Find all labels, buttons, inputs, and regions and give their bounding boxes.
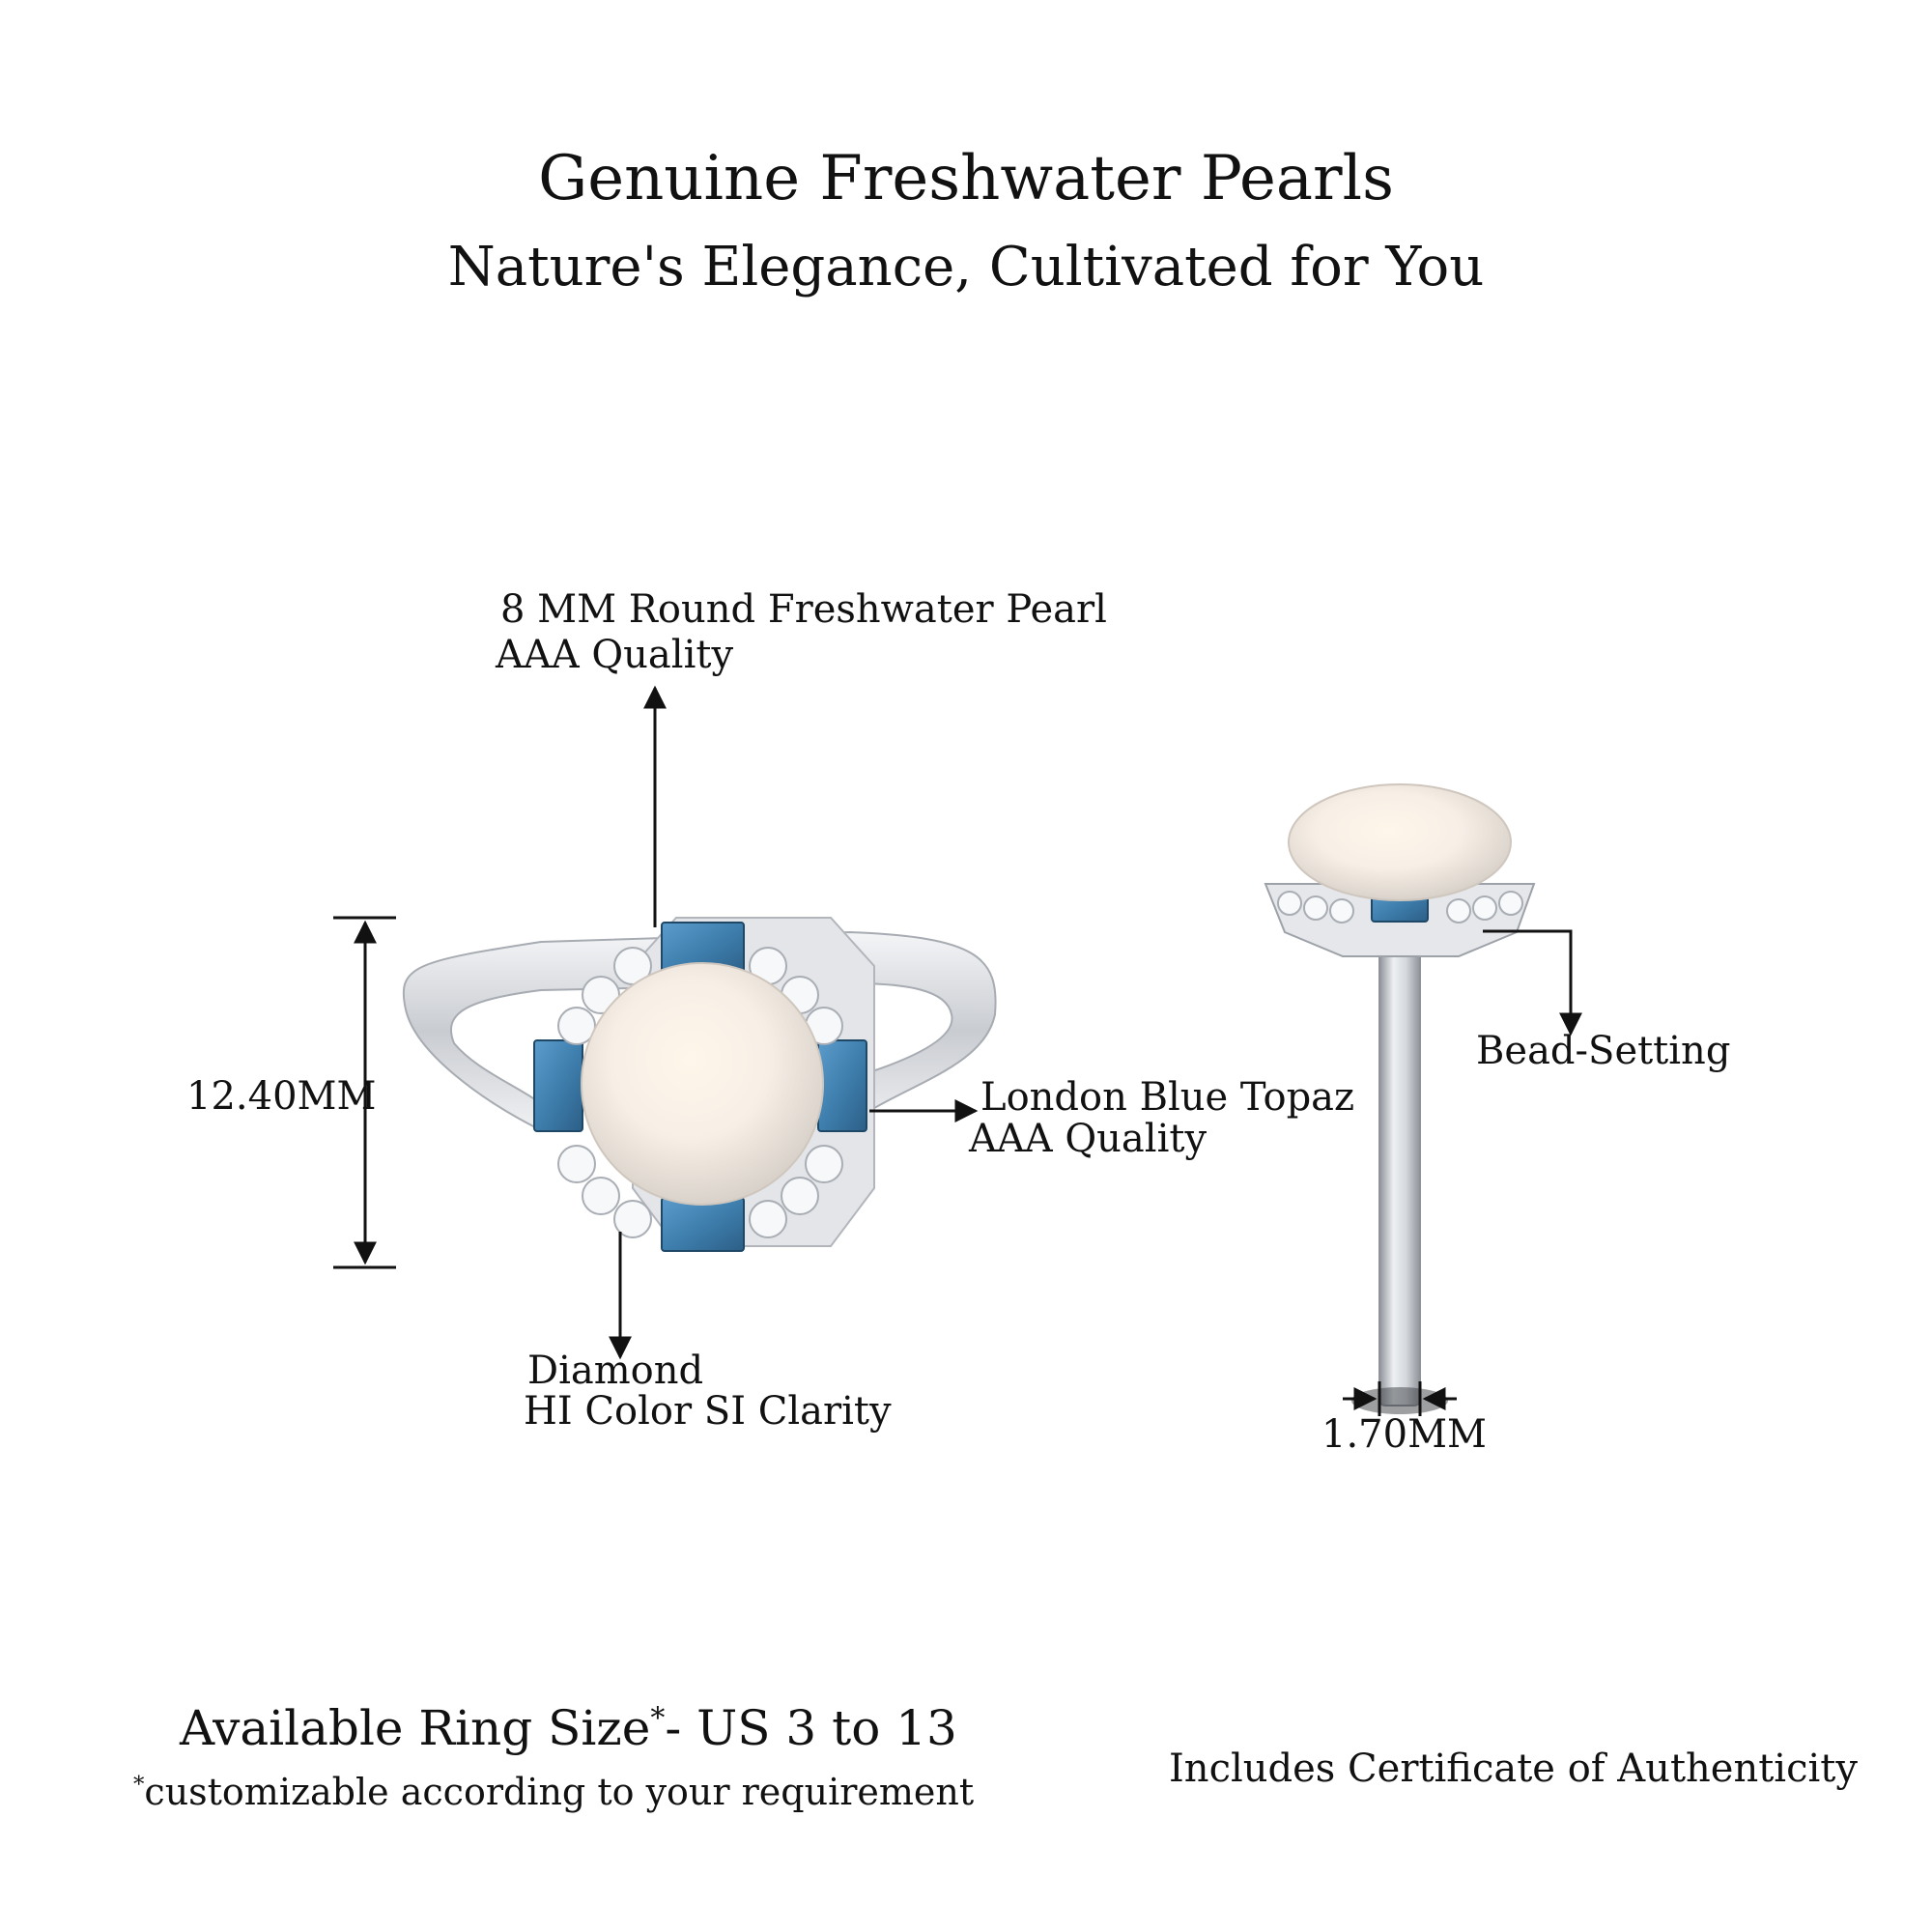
ring-front-view: [402, 917, 997, 1252]
topaz-callout-line2: AAA Quality: [969, 1117, 1208, 1161]
band-width-label: 1.70MM: [1321, 1412, 1487, 1457]
certificate-text: Includes Certificate of Authenticity: [1169, 1747, 1858, 1791]
pearl-stone: [581, 962, 824, 1206]
topaz-bottom-stone: [661, 1197, 745, 1252]
ring-size-line: Available Ring Size*- US 3 to 13: [180, 1700, 957, 1756]
topaz-right-stone: [817, 1039, 867, 1132]
note-asterisk: *: [133, 1772, 145, 1798]
ring-size-value: - US 3 to 13: [665, 1700, 957, 1756]
diamond-callout-line1: Diamond: [527, 1349, 704, 1393]
diamond-callout-line2: HI Color SI Clarity: [524, 1389, 892, 1434]
customization-note: *customizable according to your requirem…: [133, 1771, 974, 1813]
ring-shank: [1378, 902, 1421, 1406]
pearl-callout-line2: AAA Quality: [496, 633, 734, 677]
note-text: customizable according to your requireme…: [144, 1771, 975, 1813]
topaz-left-stone: [533, 1039, 583, 1132]
bead-setting-leader: [1483, 929, 1582, 1037]
pearl-callout-line1: 8 MM Round Freshwater Pearl: [500, 587, 1107, 632]
ring-size-asterisk: *: [650, 1701, 666, 1736]
height-dimension-label: 12.40MM: [186, 1074, 377, 1119]
page-subtitle: Nature's Elegance, Cultivated for You: [447, 236, 1485, 298]
ring-size-label: Available Ring Size: [180, 1700, 651, 1756]
diamond-accents: [557, 947, 843, 1238]
annotation-lines: [333, 685, 1582, 1416]
page-title: Genuine Freshwater Pearls: [538, 143, 1394, 214]
side-pearl: [1288, 783, 1512, 901]
topaz-callout-line1: London Blue Topaz: [980, 1075, 1355, 1120]
ring-side-view: [1264, 783, 1536, 1414]
bead-setting-label: Bead-Setting: [1476, 1029, 1731, 1073]
